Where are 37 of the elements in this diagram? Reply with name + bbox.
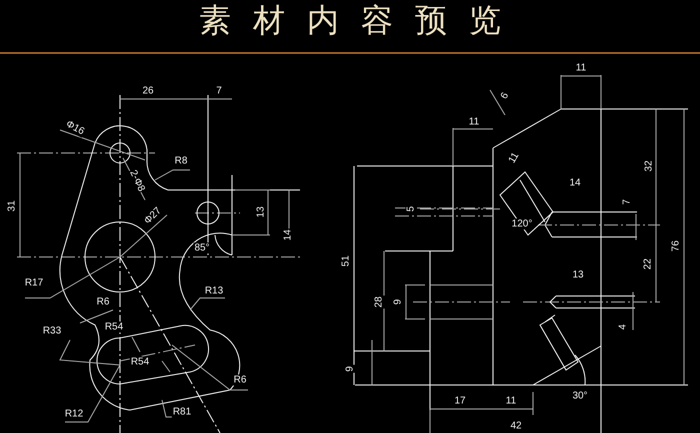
dimension-label: 13 xyxy=(571,270,585,280)
dimension-label: 7 xyxy=(215,86,223,96)
dimension-label: 30° xyxy=(571,390,589,402)
dimension-label: R81 xyxy=(172,406,192,418)
dimension-label: 31 xyxy=(6,199,18,213)
dimension-label: 11 xyxy=(574,62,588,74)
dimension-label: 42 xyxy=(509,420,523,432)
dimension-label: 120° xyxy=(510,218,534,230)
dimension-label: 9 xyxy=(392,298,404,306)
dimension-label: R12 xyxy=(64,408,84,420)
dimension-label: 9 xyxy=(344,365,356,373)
dimension-label: 11 xyxy=(468,116,480,128)
dimension-label: 76 xyxy=(670,239,682,253)
dimension-label: 14 xyxy=(282,228,294,242)
title: 素材内容预览 xyxy=(198,0,523,40)
dimension-label: 13 xyxy=(256,205,266,219)
dimension-label: 4 xyxy=(618,323,628,331)
dimension-label: 32 xyxy=(644,159,654,173)
dimension-label: 51 xyxy=(340,254,352,268)
dimension-label: 7 xyxy=(622,198,632,206)
dimension-label: 17 xyxy=(453,396,467,406)
dimension-label: R6 xyxy=(232,374,248,386)
dimension-label: 11 xyxy=(504,396,518,406)
dimension-label: R6 xyxy=(96,296,110,308)
dimension-label: 14 xyxy=(568,178,582,188)
dimension-label: R54 xyxy=(130,356,150,368)
dimension-label: 85° xyxy=(193,242,211,254)
dimension-label: R13 xyxy=(204,286,224,296)
dimension-label: R17 xyxy=(24,278,44,288)
dimension-label: 22 xyxy=(642,257,654,271)
dimension-label: R33 xyxy=(42,326,62,336)
dimension-label: 5 xyxy=(406,205,416,213)
dimension-label: 26 xyxy=(141,86,155,96)
dimension-label: 28 xyxy=(374,295,384,309)
dimension-label: R8 xyxy=(174,156,188,166)
dimension-label: 2-Φ8 xyxy=(126,168,148,194)
dimension-label: R54 xyxy=(104,322,124,332)
